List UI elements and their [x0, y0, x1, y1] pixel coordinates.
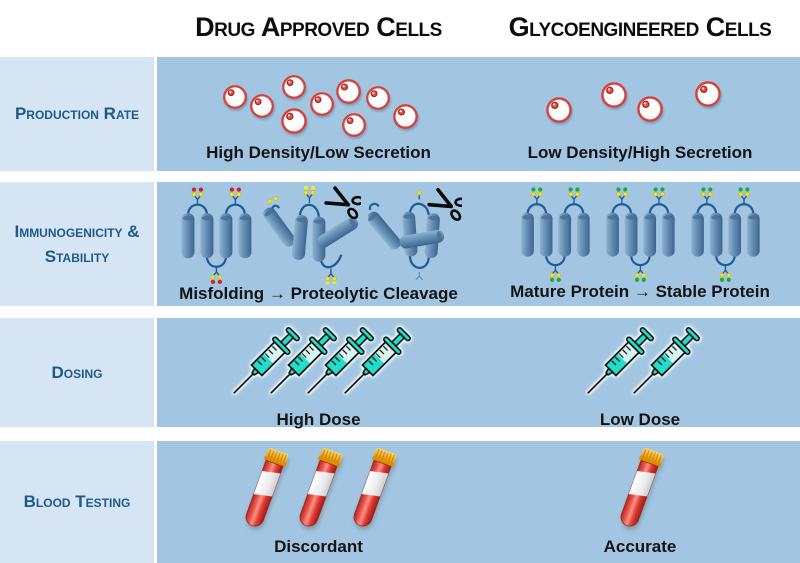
protein-icon — [691, 186, 760, 282]
row1-band: High Density/Low Secretion — [157, 57, 800, 171]
caption-misfolding: Misfolding → Proteolytic Cleavage — [179, 284, 458, 303]
protein-icon — [181, 186, 251, 284]
glycoengineered-immunogenicity: Mature Protein → Stable Protein — [480, 182, 800, 306]
syringe-group-low-dose — [571, 318, 709, 410]
cell-icon — [309, 91, 335, 117]
row-label-dosing: Dosing — [0, 318, 154, 427]
blood-tube-icon — [288, 446, 350, 532]
blood-tube-icon — [342, 446, 404, 532]
stable-protein-group — [516, 184, 764, 282]
blood-tube-group-discordant — [234, 446, 404, 532]
misfolded-protein-icon — [367, 184, 462, 281]
glycoengineered-blood-testing: Accurate — [480, 441, 800, 563]
row2-band: Misfolding → Proteolytic Cleavage — [157, 182, 800, 306]
scissors-icon — [322, 184, 361, 223]
caption-high-dose: High Dose — [276, 410, 361, 429]
cell-icon — [365, 85, 391, 111]
cell-icon — [392, 103, 419, 130]
row-label-immunogenicity: Immunogenicity & Stability — [0, 182, 154, 306]
cell-icon — [545, 96, 573, 124]
blood-tube-icon — [234, 446, 296, 532]
cell-icon — [600, 81, 628, 109]
drug-approved-blood-testing: Discordant — [157, 441, 480, 563]
blood-tube-group-accurate — [609, 446, 671, 532]
cell-icon — [222, 84, 248, 110]
row-blood-testing: Blood Testing Discordant — [0, 441, 800, 563]
row-immunogenicity-stability: Immunogenicity & Stability — [0, 182, 800, 306]
glycoengineered-production: Low Density/High Secretion — [480, 57, 800, 171]
cell-cluster-low-density — [535, 63, 745, 143]
drug-approved-dosing: High Dose — [157, 318, 480, 429]
row-dosing: Dosing High Dos — [0, 318, 800, 429]
caption-high-density: High Density/Low Secretion — [206, 143, 431, 162]
cell-icon — [694, 80, 722, 108]
caption-accurate: Accurate — [603, 537, 677, 556]
cell-icon — [249, 93, 275, 119]
row-production-rate: Production Rate — [0, 57, 800, 171]
caption-mature-protein: Mature Protein → Stable Protein — [510, 282, 770, 301]
caption-low-density: Low Density/High Secretion — [527, 143, 753, 162]
cell-cluster-high-density — [199, 63, 439, 143]
drug-approved-immunogenicity: Misfolding → Proteolytic Cleavage — [157, 182, 480, 306]
protein-icon — [606, 186, 675, 282]
cell-icon — [335, 78, 362, 105]
misfolding-sequence — [176, 184, 462, 284]
column-header-drug-approved: Drug Approved Cells — [195, 11, 442, 42]
column-header-glycoengineered: Glycoengineered Cells — [508, 11, 772, 42]
cell-icon — [281, 74, 307, 100]
row-label-production-rate: Production Rate — [0, 57, 154, 171]
glycoengineered-dosing: Low Dose — [480, 318, 800, 429]
cell-icon — [280, 107, 308, 135]
blood-tube-icon — [609, 446, 671, 532]
drug-approved-production: High Density/Low Secretion — [157, 57, 480, 171]
row3-band: High Dose Low Dose — [157, 318, 800, 429]
protein-icon — [521, 186, 590, 282]
row-label-blood-testing: Blood Testing — [0, 441, 154, 563]
syringe-group-high-dose — [217, 318, 420, 410]
cell-icon — [341, 112, 367, 138]
misfolded-protein-icon — [262, 184, 361, 284]
caption-low-dose: Low Dose — [599, 410, 681, 429]
caption-discordant: Discordant — [274, 537, 363, 556]
row4-band: Discordant Accurate — [157, 441, 800, 563]
cell-icon — [636, 95, 664, 123]
